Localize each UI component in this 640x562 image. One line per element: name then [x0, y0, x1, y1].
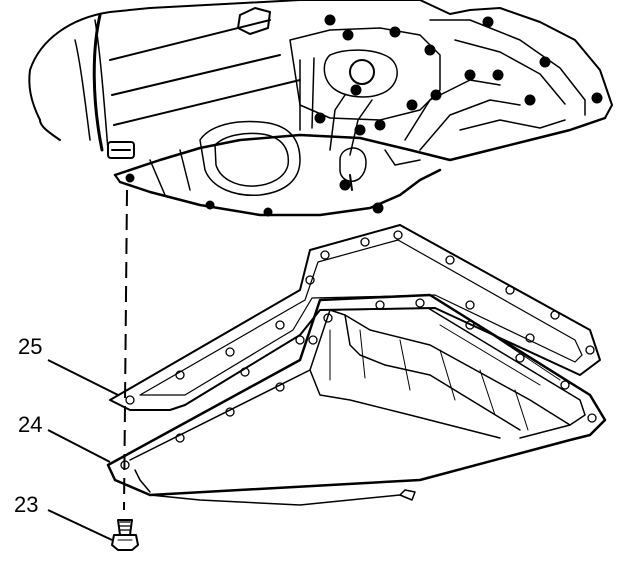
leader-line-25 [47, 359, 119, 396]
pan-bolt-holes [120, 298, 597, 470]
gasket-bolt-holes [125, 230, 595, 405]
leader-lines [47, 359, 119, 541]
leader-line-24 [47, 429, 111, 463]
bolt-alignment-line [123, 189, 128, 511]
case-bolt-heads [125, 14, 603, 217]
callout-label-24: 24 [18, 412, 43, 437]
callout-label-23: 23 [14, 492, 39, 517]
callout-label-25: 25 [18, 334, 43, 359]
transmission-case [28, 0, 613, 217]
oil-pan-gasket [109, 224, 601, 411]
pan-bolt [111, 519, 139, 551]
leader-line-23 [47, 509, 113, 541]
oil-pan [106, 293, 607, 506]
